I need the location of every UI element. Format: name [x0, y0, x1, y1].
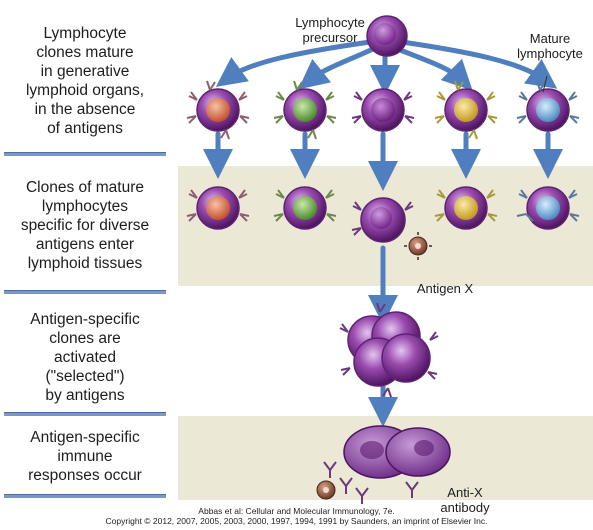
bound-antigen-x	[316, 480, 336, 500]
clone-row-1	[186, 75, 580, 140]
arrow-to-clone-1	[215, 39, 373, 87]
mature-clone-purple	[351, 88, 415, 132]
mature-lymphocyte-caption: Mature lymphocyte	[508, 16, 592, 61]
tissue-clone-green	[273, 186, 337, 230]
precursor-cell	[366, 15, 408, 57]
mature-lymphocyte-caption-text: Mature lymphocyte	[517, 31, 583, 61]
step-label-4: Antigen-specific immune responses occur	[0, 418, 170, 494]
activated-clone-cluster	[339, 302, 439, 398]
step-label-2-text: Clones of mature lymphocytes specific fo…	[20, 178, 150, 272]
precursor-caption-text: Lymphocyte precursor	[295, 15, 365, 45]
anti-x-antibody-caption-text: Anti-X antibody	[440, 485, 490, 515]
step-label-3-text: Antigen-specific clones are activated ("…	[30, 310, 140, 404]
clone-row-2	[186, 186, 580, 260]
maturation-arrows	[203, 131, 563, 427]
antigen-x-caption: Antigen X	[400, 266, 490, 296]
tissue-clone-yellow	[434, 186, 498, 230]
step-label-1-text: Lymphocyte clones mature in generative l…	[25, 25, 145, 137]
tissue-clone-orange	[186, 186, 250, 230]
step-label-1: Lymphocyte clones mature in generative l…	[0, 12, 170, 150]
step-label-2: Clones of mature lymphocytes specific fo…	[0, 162, 170, 288]
tissue-clone-purple	[351, 197, 414, 243]
antigen-x-particle	[404, 232, 432, 260]
mature-clone-orange	[186, 80, 250, 140]
credit-line-2: Copyright © 2012, 2007, 2005, 2003, 2000…	[105, 516, 488, 526]
divider-4	[4, 494, 166, 498]
divider-3	[4, 412, 166, 416]
anti-x-antibody-caption: Anti-X antibody	[420, 470, 510, 515]
mature-clone-yellow	[434, 80, 498, 140]
divider-2	[4, 290, 166, 294]
arrow-to-clone-5	[399, 39, 558, 89]
tissue-clone-blue	[516, 186, 580, 230]
precursor-arrows	[215, 39, 558, 95]
mature-lymphocyte-pointer	[542, 75, 548, 93]
antibody-molecules	[323, 461, 419, 504]
mature-clone-green	[273, 80, 337, 140]
arrow-to-clone-4	[392, 45, 473, 91]
antigen-x-caption-text: Antigen X	[416, 281, 474, 296]
divider-1	[4, 152, 166, 156]
credit-line-1: Abbas et al: Cellular and Molecular Immu…	[198, 506, 395, 516]
step-label-4-text: Antigen-specific immune responses occur	[28, 428, 142, 484]
step-label-3: Antigen-specific clones are activated ("…	[0, 298, 170, 416]
publisher-credit: Abbas et al: Cellular and Molecular Immu…	[0, 506, 593, 526]
effector-plasma-cells	[343, 425, 451, 479]
mature-clone-blue	[516, 80, 580, 132]
precursor-caption: Lymphocyte precursor	[270, 0, 390, 45]
arrow-to-clone-2	[298, 45, 378, 90]
